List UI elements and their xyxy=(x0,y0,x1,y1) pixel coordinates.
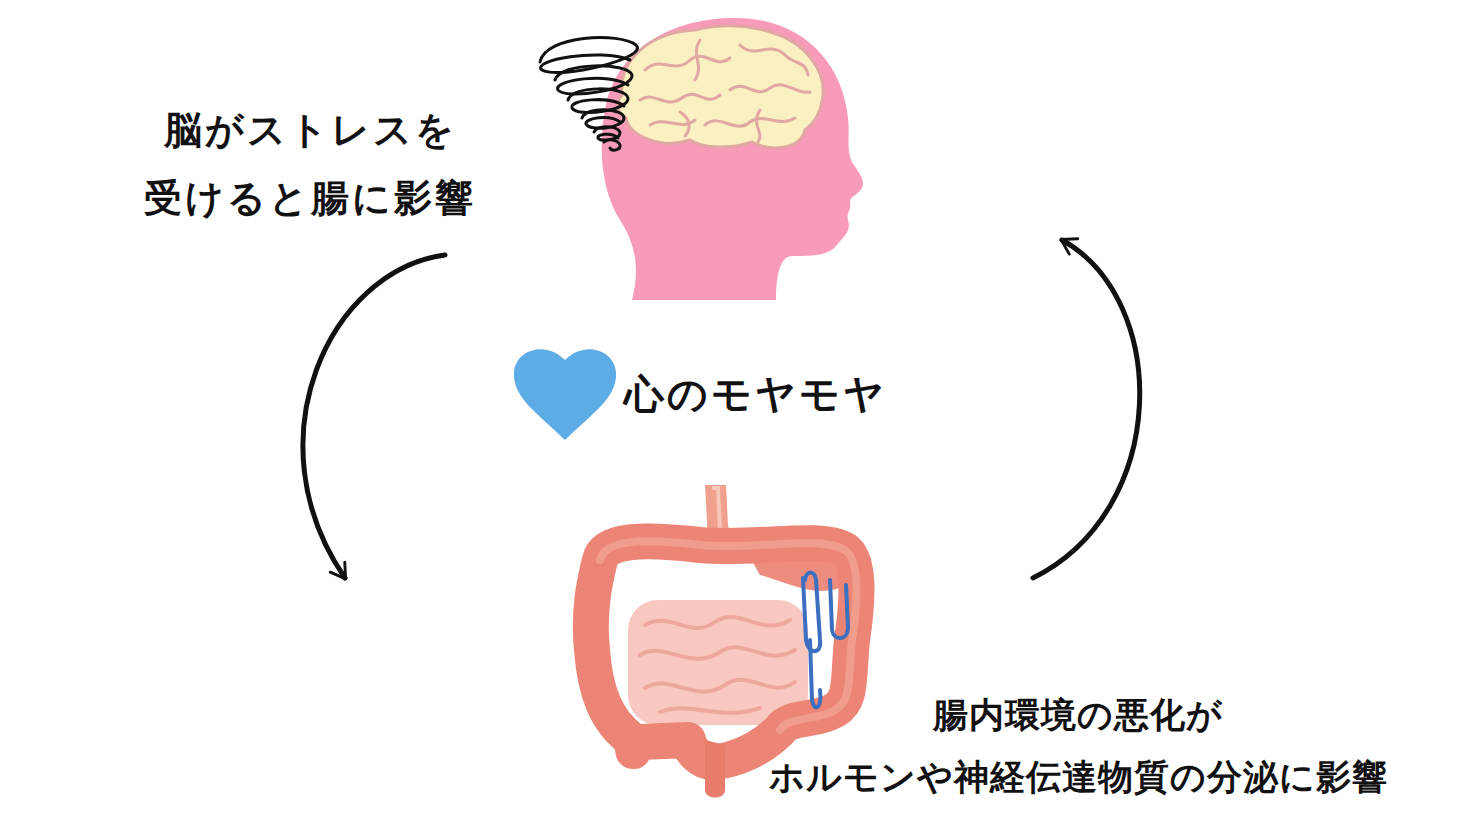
cycle-arrow xyxy=(1033,240,1140,578)
brain xyxy=(618,26,824,148)
cycle-arrow xyxy=(303,255,445,578)
stress-scribble xyxy=(540,38,637,151)
head-silhouette xyxy=(602,18,863,300)
heart-icon xyxy=(514,349,616,440)
center-label: 心のモヤモヤ xyxy=(624,366,924,422)
gut-note: 腸内環境の悪化が ホルモンや神経伝達物質の分泌に影響 xyxy=(690,684,1466,808)
stress-note: 脳がストレスを 受けると腸に影響 xyxy=(100,96,520,232)
intestines xyxy=(591,485,857,798)
